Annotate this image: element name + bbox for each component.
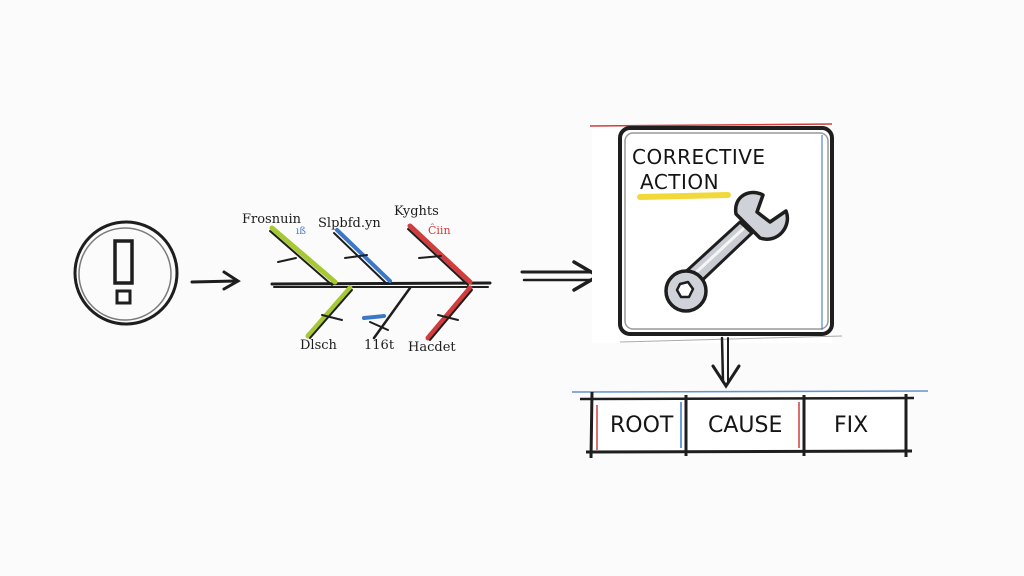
arrow-2	[520, 260, 602, 292]
fishbone-label-bottom-2: 116t	[364, 338, 395, 353]
result-table-frame	[571, 390, 929, 459]
fishbone-label-bottom-1: Dlsch	[300, 338, 337, 353]
fishbone-label-top-3: Kyghts	[394, 204, 439, 219]
fishbone-mark-2: Ĉiin	[428, 224, 451, 237]
fishbone-label-bottom-3: Hacdet	[408, 340, 456, 355]
fishbone-mark-1: ıß	[296, 226, 306, 237]
table-cell-cause: CAUSE	[708, 413, 783, 438]
down-arrow	[711, 336, 741, 389]
warning-icon	[73, 220, 179, 326]
wrench-icon	[664, 190, 790, 313]
fishbone-label-top-1: Frosnuin	[242, 212, 302, 227]
action-card-frame	[589, 123, 843, 343]
action-card-title-line2: ACTION	[640, 170, 720, 194]
action-card-title-line1: CORRECTIVE	[632, 145, 766, 169]
arrow-1	[190, 270, 241, 291]
table-cell-root: ROOT	[610, 413, 674, 438]
fishbone-diagram	[269, 223, 492, 341]
table-cell-fix: FIX	[834, 413, 869, 438]
fishbone-label-top-2: Slpbfd.yn	[318, 216, 381, 231]
